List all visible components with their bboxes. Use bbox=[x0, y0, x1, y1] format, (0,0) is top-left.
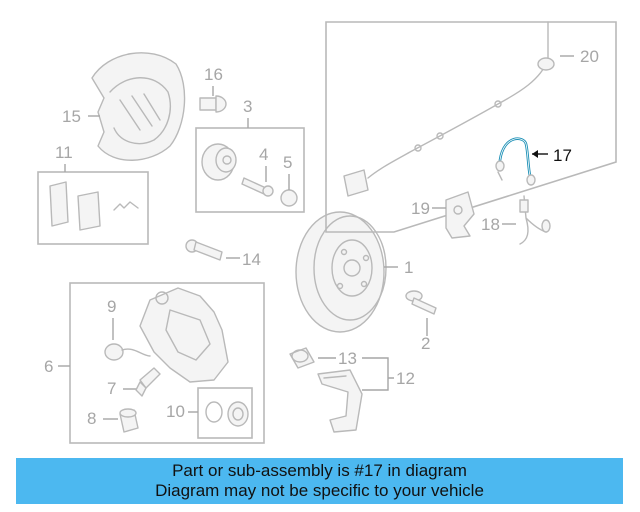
brake-pads-box bbox=[37, 171, 149, 245]
callout-12: 12 bbox=[396, 369, 415, 388]
callout-6: 6 bbox=[44, 357, 53, 376]
wiring-box bbox=[325, 21, 617, 233]
callout-14: 14 bbox=[242, 250, 261, 269]
callout-9: 9 bbox=[107, 297, 116, 316]
banner-line-1: Part or sub-assembly is #17 in diagram bbox=[172, 461, 467, 480]
caliper-box bbox=[69, 282, 265, 444]
caliper-bracket-part[interactable] bbox=[317, 369, 363, 433]
guide-boot-part[interactable] bbox=[289, 347, 315, 369]
bleeder-screw-part[interactable] bbox=[135, 367, 161, 397]
brake-rotor-part[interactable] bbox=[295, 211, 387, 333]
piston-seal-part[interactable] bbox=[205, 401, 249, 427]
wheel-hub-part[interactable] bbox=[201, 143, 237, 181]
leader-17-arrow bbox=[532, 150, 538, 158]
leader-12 bbox=[362, 357, 394, 391]
banner-line-2: Diagram may not be specific to your vehi… bbox=[155, 481, 484, 500]
hub-assembly-box bbox=[195, 127, 305, 213]
callout-19: 19 bbox=[411, 199, 430, 218]
bleeder-cap-part[interactable] bbox=[104, 343, 151, 361]
callout-10: 10 bbox=[166, 402, 185, 421]
callout-7: 7 bbox=[107, 379, 116, 398]
brake-pad-part[interactable] bbox=[49, 181, 139, 231]
brake-caliper-part[interactable] bbox=[139, 287, 229, 383]
callout-18: 18 bbox=[481, 215, 500, 234]
sensor-harness-part[interactable] bbox=[343, 21, 555, 197]
callout-13: 13 bbox=[338, 349, 357, 368]
wheel-stud-part[interactable] bbox=[241, 177, 274, 197]
callout-20: 20 bbox=[580, 47, 599, 66]
info-banner: Part or sub-assembly is #17 in diagram D… bbox=[16, 458, 623, 504]
rotor-screw-part[interactable] bbox=[405, 290, 437, 315]
guide-bushing-part[interactable] bbox=[119, 408, 139, 433]
abs-sensor-cable-part[interactable] bbox=[495, 137, 536, 186]
callout-16: 16 bbox=[204, 65, 223, 84]
callout-1: 1 bbox=[404, 258, 413, 277]
callout-8: 8 bbox=[87, 409, 96, 428]
hub-bolt-part[interactable] bbox=[199, 95, 227, 113]
callout-17: 17 bbox=[553, 146, 572, 165]
seal-kit-box bbox=[197, 387, 253, 439]
dust-cap-part[interactable] bbox=[280, 189, 298, 207]
callout-11: 11 bbox=[55, 143, 73, 162]
callout-4: 4 bbox=[259, 145, 268, 164]
callout-15: 15 bbox=[62, 107, 81, 126]
callout-5: 5 bbox=[283, 153, 292, 172]
callout-3: 3 bbox=[243, 97, 252, 116]
caliper-bolt-part[interactable] bbox=[185, 239, 223, 261]
speed-sensor-part[interactable] bbox=[445, 191, 475, 239]
callout-2: 2 bbox=[421, 334, 430, 353]
backing-plate-part[interactable] bbox=[91, 52, 186, 161]
wear-sensor-part[interactable] bbox=[519, 195, 551, 245]
